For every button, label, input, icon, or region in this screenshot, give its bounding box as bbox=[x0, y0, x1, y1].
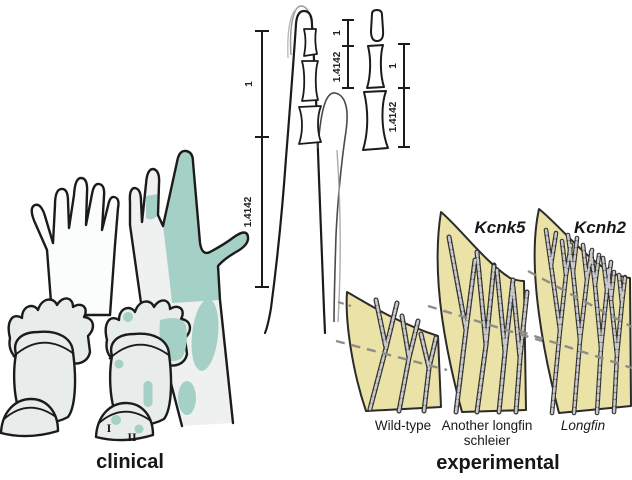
fin-ray-segments bbox=[544, 228, 573, 415]
teal-spot bbox=[114, 359, 124, 369]
small-left-lower-value: 1.4142 bbox=[332, 51, 343, 82]
middle-phalanx-bone bbox=[301, 60, 319, 102]
teal-spot bbox=[111, 415, 121, 425]
left-dome-shape bbox=[0, 397, 60, 438]
gene-label-kcnh2: Kcnh2 bbox=[574, 218, 627, 237]
teal-highlight-regions bbox=[146, 150, 249, 415]
fin-ray-segments bbox=[511, 285, 529, 414]
fin-ray-segments bbox=[606, 268, 627, 414]
amputation-dashed-line-upper bbox=[527, 269, 632, 329]
small-right-lower-value: 1.4142 bbox=[388, 101, 399, 132]
teal-streak bbox=[143, 381, 153, 407]
fin-kcnk5: Kcnk5 bbox=[427, 211, 543, 415]
digit-numeral-I: I bbox=[107, 421, 112, 435]
fin-wildtype-rays bbox=[367, 297, 439, 414]
finger-proportion-diagrams: 1 1.4142 1 1.4142 1 1.4142 bbox=[243, 5, 410, 335]
fin-label-longfin: Longfin bbox=[561, 418, 605, 433]
fin-label-another-longfin: Another longfin bbox=[442, 418, 533, 433]
proximal-phalanx bbox=[362, 90, 389, 151]
finger-outline bbox=[263, 9, 327, 335]
distal-phalanx bbox=[370, 9, 385, 42]
phalanx-bones bbox=[298, 28, 322, 145]
left-round-arc bbox=[12, 341, 75, 358]
normal-hand-drawing bbox=[30, 176, 120, 317]
ghost-outline-tip-2 bbox=[287, 8, 297, 59]
adjacent-finger-outline bbox=[317, 92, 348, 323]
phalanx-bone-diagram bbox=[362, 9, 389, 151]
large-finger-xray bbox=[263, 5, 348, 335]
teal-spot bbox=[123, 312, 133, 322]
small-left-upper-value: 1 bbox=[332, 30, 343, 36]
fin-ray-segments bbox=[447, 235, 477, 414]
fin-kcnh2: Kcnh2 bbox=[518, 208, 632, 416]
left-wrist-structure bbox=[0, 297, 95, 438]
right-dome-arc bbox=[97, 410, 152, 425]
clinical-section: I II clinical bbox=[0, 149, 250, 473]
fin-ray-segments bbox=[397, 314, 420, 413]
left-dome-arc bbox=[2, 406, 57, 421]
fin-kcnh2-rays bbox=[543, 227, 628, 416]
right-wrist-structure bbox=[94, 299, 192, 442]
fin-kcnk5-rays bbox=[446, 234, 530, 415]
experimental-section: Kcnk5 Kcnh2 bbox=[335, 208, 632, 474]
fin-label-schleier: schleier bbox=[464, 433, 511, 448]
middle-phalanx bbox=[366, 44, 385, 89]
teal-long-finger-palm-thumb bbox=[163, 150, 249, 303]
fin-wildtype bbox=[335, 291, 448, 414]
fin-ray-segments bbox=[495, 268, 515, 414]
distal-phalanx-bone bbox=[303, 28, 318, 57]
large-scale-lower-value: 1.4142 bbox=[243, 196, 254, 227]
experimental-section-label: experimental bbox=[436, 452, 559, 474]
small-right-upper-value: 1 bbox=[388, 63, 399, 69]
amputation-dashed-line bbox=[427, 304, 543, 343]
right-dome-teal-spots bbox=[111, 415, 144, 434]
fin-wildtype-body bbox=[345, 291, 442, 412]
right-round-arc bbox=[108, 343, 171, 360]
teal-spot bbox=[134, 424, 144, 434]
small-left-scale-bar bbox=[342, 19, 354, 89]
proximal-phalanx-bone bbox=[298, 105, 322, 145]
small-right-scale-bar bbox=[398, 43, 410, 148]
gene-label-kcnk5: Kcnk5 bbox=[474, 218, 526, 237]
amputation-dash-mark bbox=[337, 300, 352, 308]
teal-forearm-patch bbox=[191, 299, 219, 371]
fin-ray-segments bbox=[368, 298, 399, 411]
large-scale-upper-value: 1 bbox=[244, 81, 255, 87]
amputation-dashed-line-lower bbox=[518, 329, 632, 370]
digit-numeral-II: II bbox=[127, 430, 137, 444]
teal-forearm-patch-lower bbox=[178, 381, 196, 415]
right-wrist-teal-spots-mid bbox=[114, 359, 153, 407]
clinical-section-label: clinical bbox=[96, 451, 164, 473]
fin-ray-segments bbox=[475, 250, 496, 414]
teal-finger-base bbox=[146, 194, 158, 220]
large-scale-bar bbox=[255, 30, 269, 288]
fin-label-wildtype: Wild-type bbox=[375, 418, 431, 433]
fin-ray-segments bbox=[566, 233, 594, 415]
fin-ray-segments bbox=[589, 250, 613, 415]
fin-ray-segments bbox=[419, 332, 438, 413]
amputation-dashed-line bbox=[335, 339, 448, 372]
